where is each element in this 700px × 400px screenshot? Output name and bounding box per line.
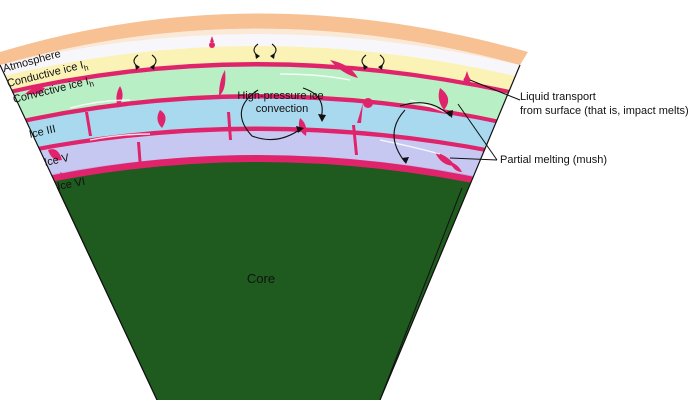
- label-ice-iii: Ice III: [28, 123, 57, 141]
- label-liquid-transport: Liquid transport from surface (that is, …: [520, 91, 689, 117]
- label-partial-melting: Partial melting (mush): [500, 154, 607, 166]
- callout-lines: [449, 79, 521, 161]
- label-high-pressure-convection: High-pressure ice convection: [237, 90, 326, 115]
- atmosphere-glow: [0, 13, 528, 65]
- label-core: Core: [247, 271, 275, 286]
- core-edges: [56, 186, 463, 400]
- convection-arrows: [133, 43, 451, 163]
- label-ice-v: Ice V: [43, 152, 71, 169]
- label-ice-vi: Ice VI: [56, 176, 86, 193]
- mush-layer: [0, 155, 520, 200]
- surface-melt-drops: [209, 36, 471, 84]
- arrow-heads: [135, 53, 453, 164]
